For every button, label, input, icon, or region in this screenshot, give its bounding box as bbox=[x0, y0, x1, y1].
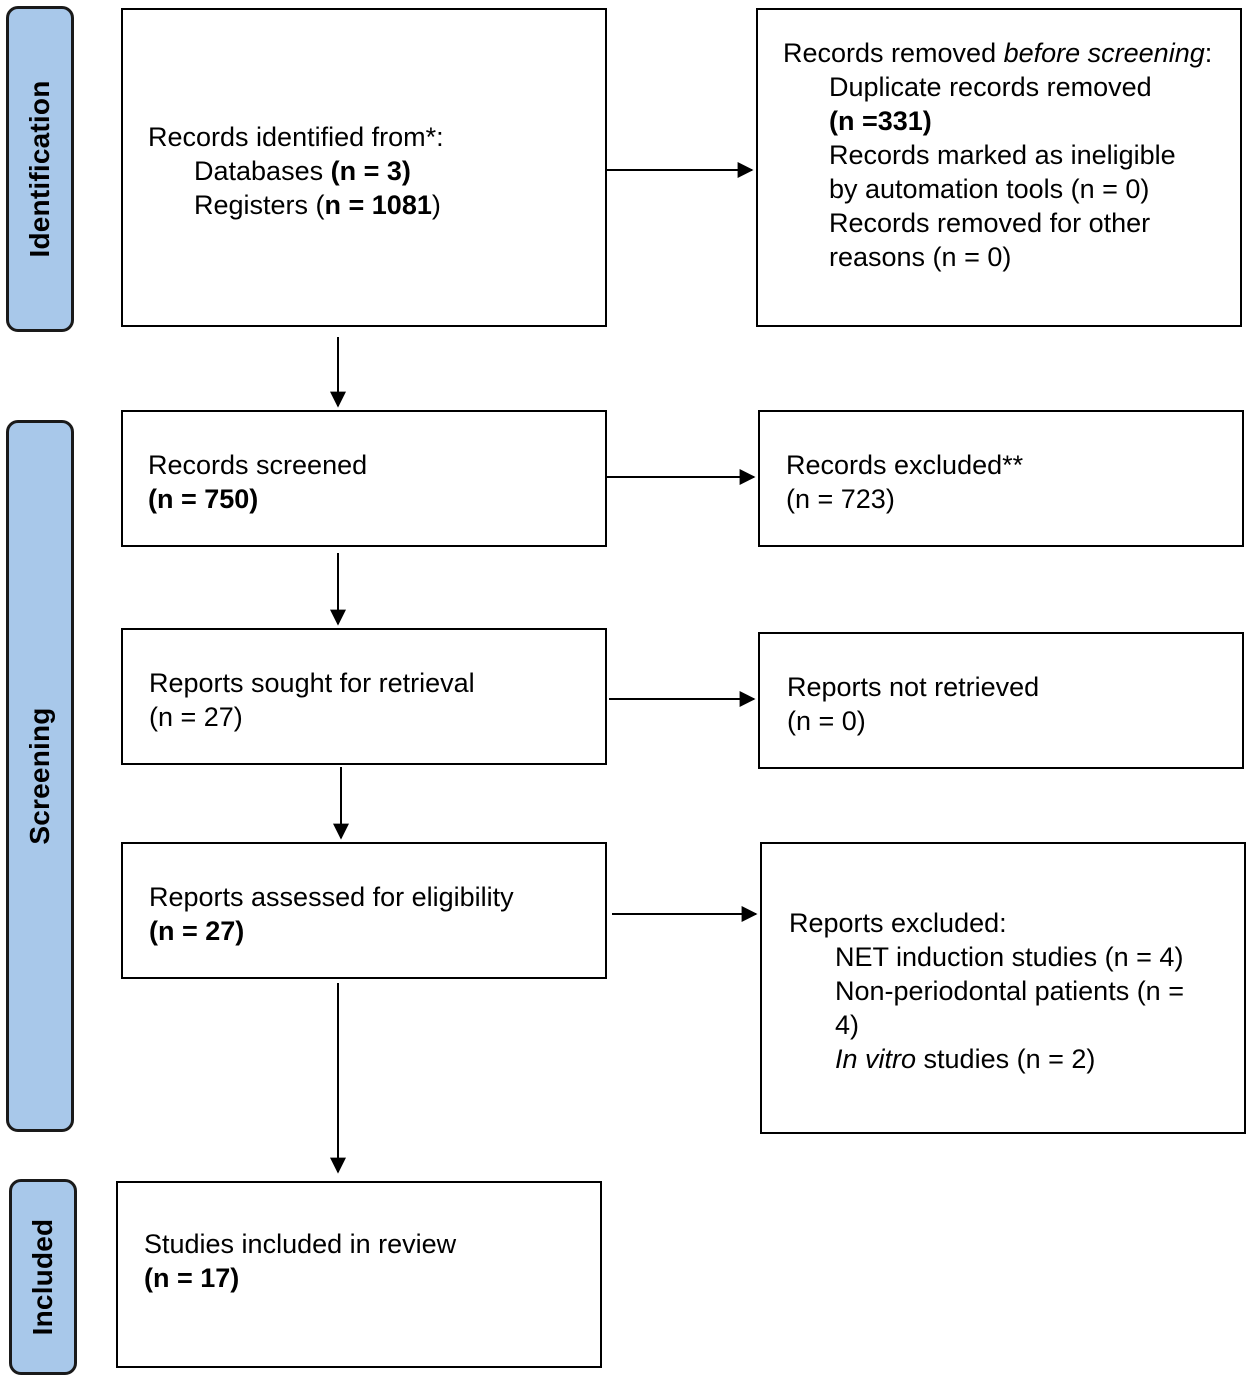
records-screened-label: Records screened bbox=[148, 450, 368, 480]
duplicates-label: Duplicate records removed bbox=[829, 72, 1152, 102]
phase-screening: Screening bbox=[6, 420, 74, 1132]
studies-included-count: (n = 17) bbox=[144, 1263, 240, 1293]
net-induction-line: NET induction studies (n = 4) bbox=[835, 942, 1184, 972]
registers-count: n = 1081 bbox=[324, 190, 432, 220]
in-vitro-line: In vitro studies (n = 2) bbox=[835, 1044, 1096, 1074]
databases-count: (n = 3) bbox=[330, 156, 411, 186]
records-screened-box: Records screened (n = 750) bbox=[121, 410, 607, 547]
records-identified-box: Records identified from*: Databases (n =… bbox=[121, 8, 607, 327]
reports-excluded-heading: Reports excluded: bbox=[789, 908, 1007, 938]
non-periodontal-line-2: 4) bbox=[835, 1010, 860, 1040]
ineligible-label: Records marked as ineligible bbox=[829, 140, 1176, 170]
reports-excluded-box: Reports excluded: NET induction studies … bbox=[760, 842, 1246, 1134]
ineligible-count: by automation tools (n = 0) bbox=[829, 174, 1150, 204]
records-excluded-label: Records excluded** bbox=[786, 450, 1024, 480]
reports-not-retrieved-count: (n = 0) bbox=[787, 706, 866, 736]
studies-included-label: Studies included in review bbox=[144, 1229, 457, 1259]
records-removed-box: Records removed before screening: Duplic… bbox=[756, 8, 1242, 327]
non-periodontal-line-1: Non-periodontal patients (n = bbox=[835, 976, 1184, 1006]
phase-included: Included bbox=[9, 1179, 77, 1375]
reports-assessed-count: (n = 27) bbox=[149, 916, 245, 946]
records-excluded-count: (n = 723) bbox=[786, 484, 895, 514]
reports-sought-count: (n = 27) bbox=[149, 702, 243, 732]
reports-not-retrieved-label: Reports not retrieved bbox=[787, 672, 1040, 702]
other-reasons-count: reasons (n = 0) bbox=[829, 242, 1012, 272]
registers-line: Registers (n = 1081) bbox=[194, 190, 441, 220]
duplicates-count: (n =331) bbox=[829, 106, 932, 136]
reports-sought-box: Reports sought for retrieval (n = 27) bbox=[121, 628, 607, 765]
reports-assessed-box: Reports assessed for eligibility (n = 27… bbox=[121, 842, 607, 979]
records-excluded-box: Records excluded** (n = 723) bbox=[758, 410, 1244, 547]
records-screened-count: (n = 750) bbox=[148, 484, 259, 514]
reports-assessed-label: Reports assessed for eligibility bbox=[149, 882, 514, 912]
reports-not-retrieved-box: Reports not retrieved (n = 0) bbox=[758, 632, 1244, 769]
records-identified-heading: Records identified from*: bbox=[148, 122, 444, 152]
databases-line: Databases (n = 3) bbox=[194, 156, 411, 186]
phase-identification: Identification bbox=[6, 6, 74, 332]
other-reasons-label: Records removed for other bbox=[829, 208, 1151, 238]
reports-sought-label: Reports sought for retrieval bbox=[149, 668, 475, 698]
records-removed-heading: Records removed before screening: bbox=[783, 38, 1213, 68]
studies-included-box: Studies included in review (n = 17) bbox=[116, 1181, 602, 1368]
